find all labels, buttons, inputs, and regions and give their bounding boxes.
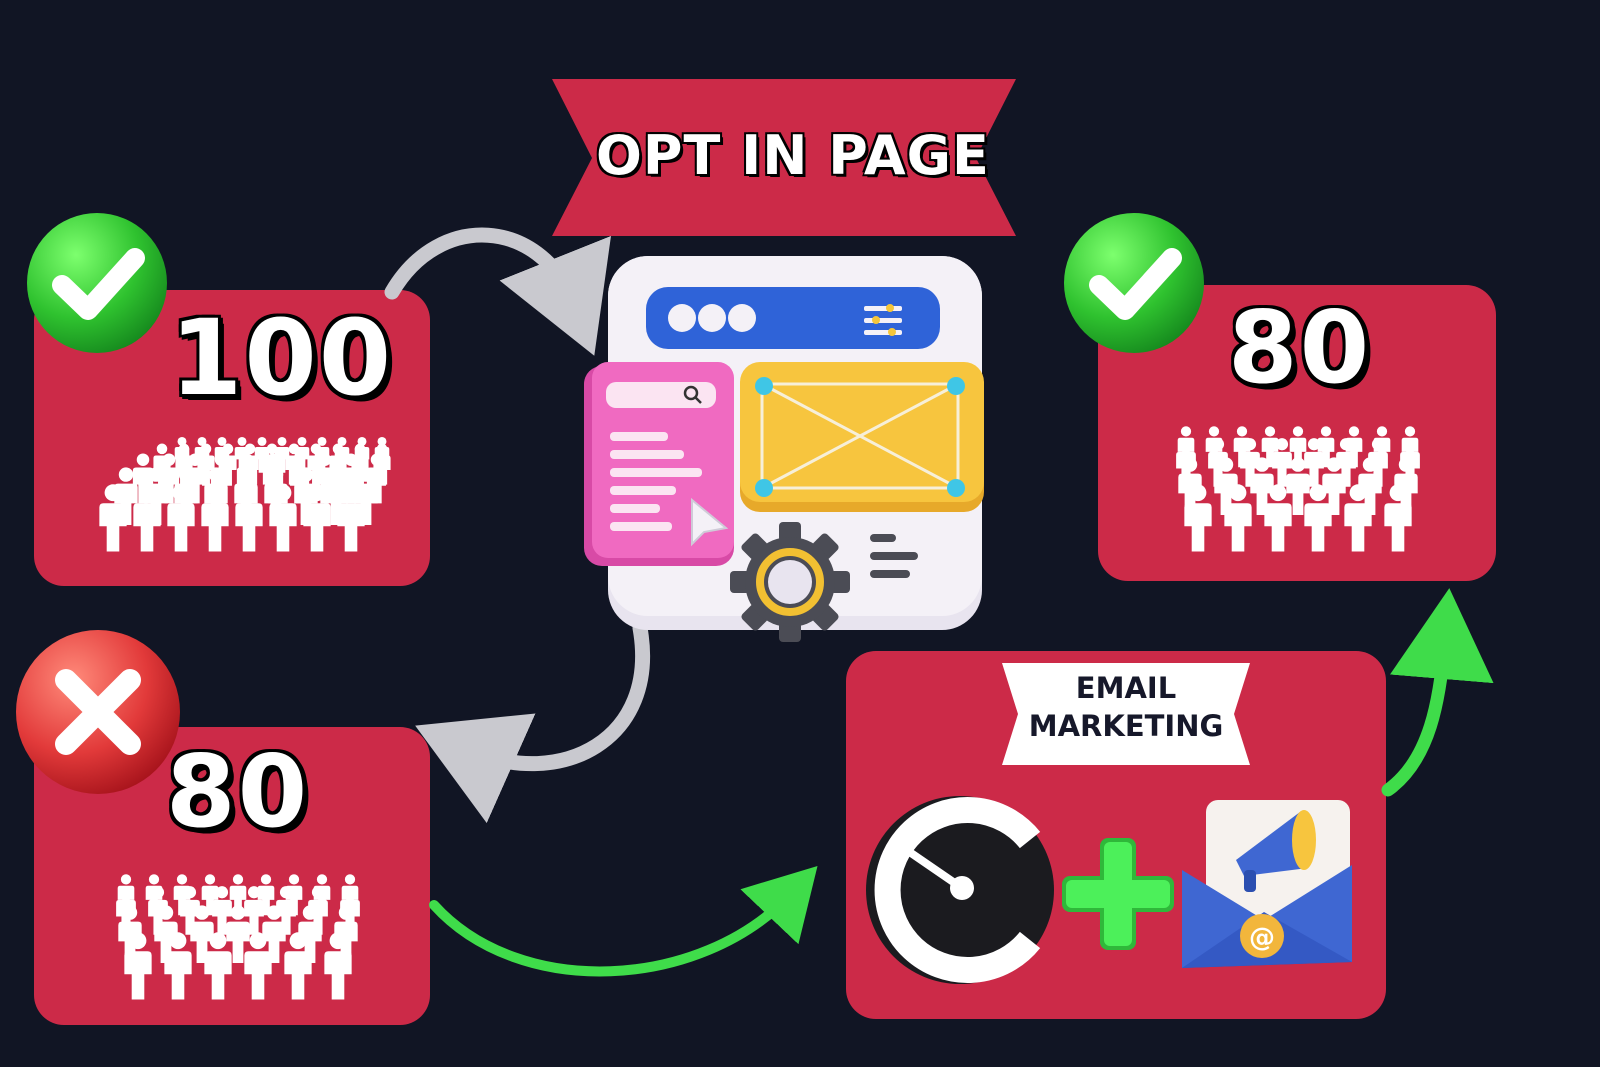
person-icon <box>244 932 272 1000</box>
banner-title: OPT IN PAGE <box>596 124 990 187</box>
email-label-line2: MARKETING <box>1028 708 1224 743</box>
envelope-megaphone-icon: @ <box>1182 800 1352 968</box>
speedometer-logo-icon <box>866 796 1054 984</box>
checkmark-icon <box>1064 213 1204 353</box>
person-icon <box>114 467 138 525</box>
person-icon <box>254 436 270 473</box>
person-icon <box>244 886 264 935</box>
person-icon <box>229 874 247 916</box>
person-icon <box>1272 438 1292 487</box>
person-icon <box>1317 426 1335 468</box>
person-icon <box>374 436 390 473</box>
arrow-email-to-right <box>1381 588 1494 797</box>
person-icon <box>234 436 250 473</box>
plus-icon <box>1062 838 1174 950</box>
person-icon <box>173 874 191 916</box>
person-icon <box>1261 426 1279 468</box>
person-icon <box>214 436 230 473</box>
person-icon <box>1264 484 1292 552</box>
left-top-count: 100 <box>170 297 394 419</box>
person-icon <box>204 932 232 1000</box>
right-top-count: 80 <box>1228 289 1372 406</box>
person-icon <box>201 874 219 916</box>
person-icon <box>132 453 154 504</box>
checkmark-icon <box>27 213 167 353</box>
person-icon <box>314 436 330 473</box>
person-icon <box>263 443 281 486</box>
arrow-bottom-to-email <box>429 865 818 977</box>
person-icon <box>1233 426 1251 468</box>
svg-text:@: @ <box>1249 923 1275 953</box>
arrow-top-to-page <box>384 227 611 356</box>
person-icon <box>145 874 163 916</box>
person-icon <box>294 436 310 473</box>
left-bottom-count: 80 <box>166 733 310 850</box>
person-icon <box>153 443 171 486</box>
person-icon <box>1304 438 1324 487</box>
person-icon <box>117 874 135 916</box>
person-icon <box>274 436 290 473</box>
x-mark-icon <box>16 630 180 794</box>
email-label: EMAIL MARKETING <box>1010 670 1242 745</box>
person-icon <box>1177 426 1195 468</box>
person-icon <box>1345 426 1363 468</box>
person-icon <box>1304 484 1332 552</box>
person-icon <box>257 874 275 916</box>
person-icon <box>354 436 370 473</box>
person-icon <box>334 436 350 473</box>
person-icon <box>1289 426 1307 468</box>
person-icon <box>285 874 303 916</box>
person-icon <box>1373 426 1391 468</box>
person-icon <box>174 436 190 473</box>
arrow-page-to-bottom <box>415 620 650 824</box>
person-icon <box>1401 426 1419 468</box>
person-icon <box>212 886 232 935</box>
person-icon <box>194 436 210 473</box>
person-icon <box>1205 426 1223 468</box>
person-icon <box>341 874 359 916</box>
email-label-line1: EMAIL <box>1075 671 1177 705</box>
person-icon <box>313 874 331 916</box>
